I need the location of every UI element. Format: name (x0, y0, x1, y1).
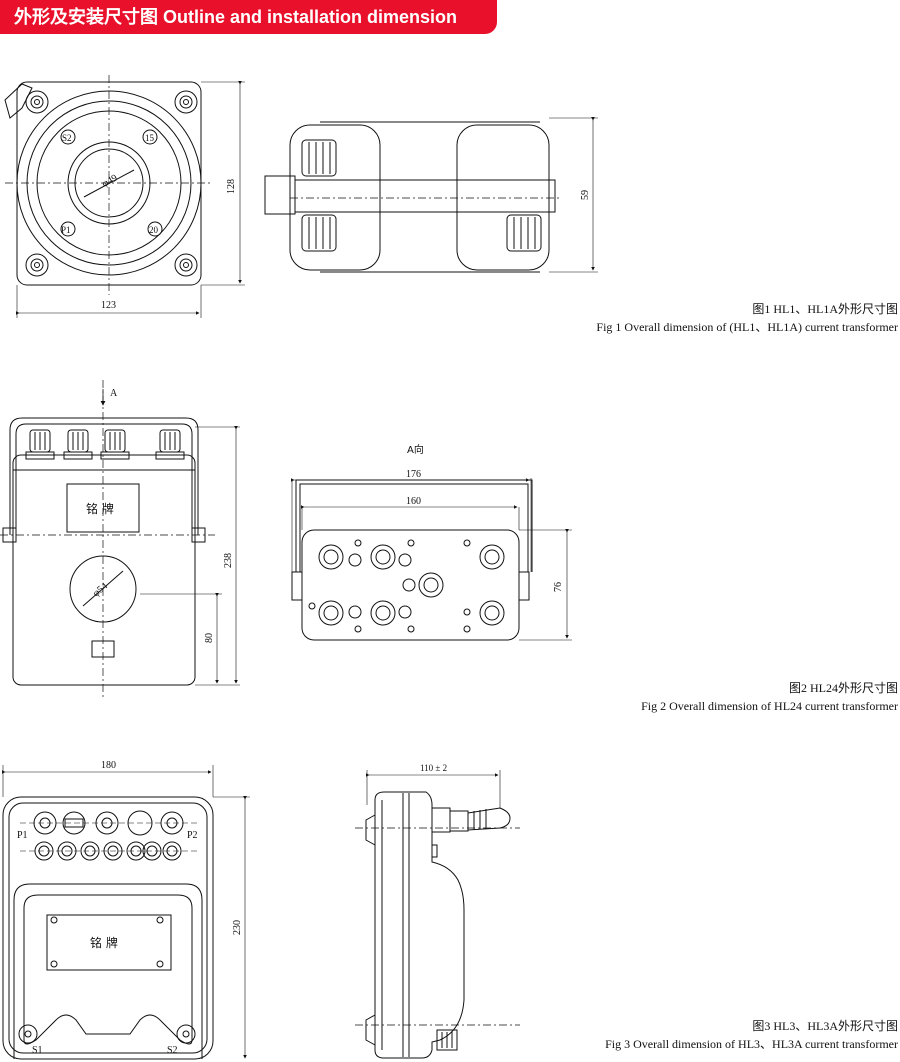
fig3-caption-en: Fig 3 Overall dimension of HL3、HL3A curr… (605, 1037, 898, 1051)
fig3-dim-depth: 110 ± 2 (420, 763, 447, 773)
fig1-caption-en: Fig 1 Overall dimension of (HL1、HL1A) cu… (596, 320, 898, 334)
fig3-term-s1: S1 (32, 1045, 43, 1056)
fig2-view-label: A向 (407, 443, 424, 456)
fig2-a-terminals (308, 539, 505, 633)
fig3-front-view (2, 765, 250, 1060)
fig1-term-p1: P1 (61, 225, 71, 235)
fig1-dim-width: 123 (101, 300, 116, 311)
fig2-caption: 图2 HL24外形尺寸图 Fig 2 Overall dimension of … (641, 679, 898, 715)
fig3-dim-width: 180 (101, 760, 116, 771)
fig1-caption-cn: 图1 HL1、HL1A外形尺寸图 (752, 302, 898, 316)
fig1-term-15: 15 (145, 133, 155, 143)
fig2-nameplate: 铭 牌 (86, 501, 114, 516)
fig1-term-s2: S2 (62, 133, 72, 143)
fig2-dim-176: 176 (406, 469, 421, 480)
fig2-caption-cn: 图2 HL24外形尺寸图 (789, 681, 898, 695)
fig2-a-view (291, 478, 572, 641)
fig3-nameplate: 铭 牌 (90, 935, 118, 950)
fig1-dim-side: 59 (580, 190, 591, 200)
fig1-caption: 图1 HL1、HL1A外形尺寸图 Fig 1 Overall dimension… (596, 300, 898, 336)
fig3-caption-cn: 图3 HL3、HL3A外形尺寸图 (752, 1019, 898, 1033)
fig1-dim-hole: φ49 (100, 173, 119, 190)
fig1-term-20: 20 (149, 225, 159, 235)
fig1-side-view (264, 117, 598, 273)
fig2-arrow-label: A (110, 388, 118, 399)
fig3-term-p1: P1 (17, 830, 28, 841)
fig3-dim-height: 230 (232, 920, 243, 935)
fig2-terminals (25, 429, 185, 460)
page-header: 外形及安装尺寸图 Outline and installation dimens… (0, 0, 497, 34)
corner-screws (25, 90, 198, 277)
fig2-dim-height: 238 (223, 553, 234, 568)
fig3-mid-terminals (20, 841, 200, 861)
fig3-side-view (355, 770, 520, 1059)
fig1-dim-height: 128 (226, 179, 237, 194)
fig2-caption-en: Fig 2 Overall dimension of HL24 current … (641, 699, 898, 713)
fig3-term-s2: S2 (167, 1045, 178, 1056)
fig3-caption: 图3 HL3、HL3A外形尺寸图 Fig 3 Overall dimension… (605, 1017, 898, 1053)
fig3-term-p2: P2 (187, 830, 198, 841)
fig2-dim-160: 160 (406, 496, 421, 507)
fig2-front-view (0, 380, 240, 700)
fig2-dim-76: 76 (553, 582, 564, 592)
fig2-dim-lower: 80 (204, 633, 215, 643)
page-title: 外形及安装尺寸图 Outline and installation dimens… (14, 7, 458, 27)
fig3-top-terminals (20, 810, 200, 836)
fig1-front-view (4, 75, 245, 318)
